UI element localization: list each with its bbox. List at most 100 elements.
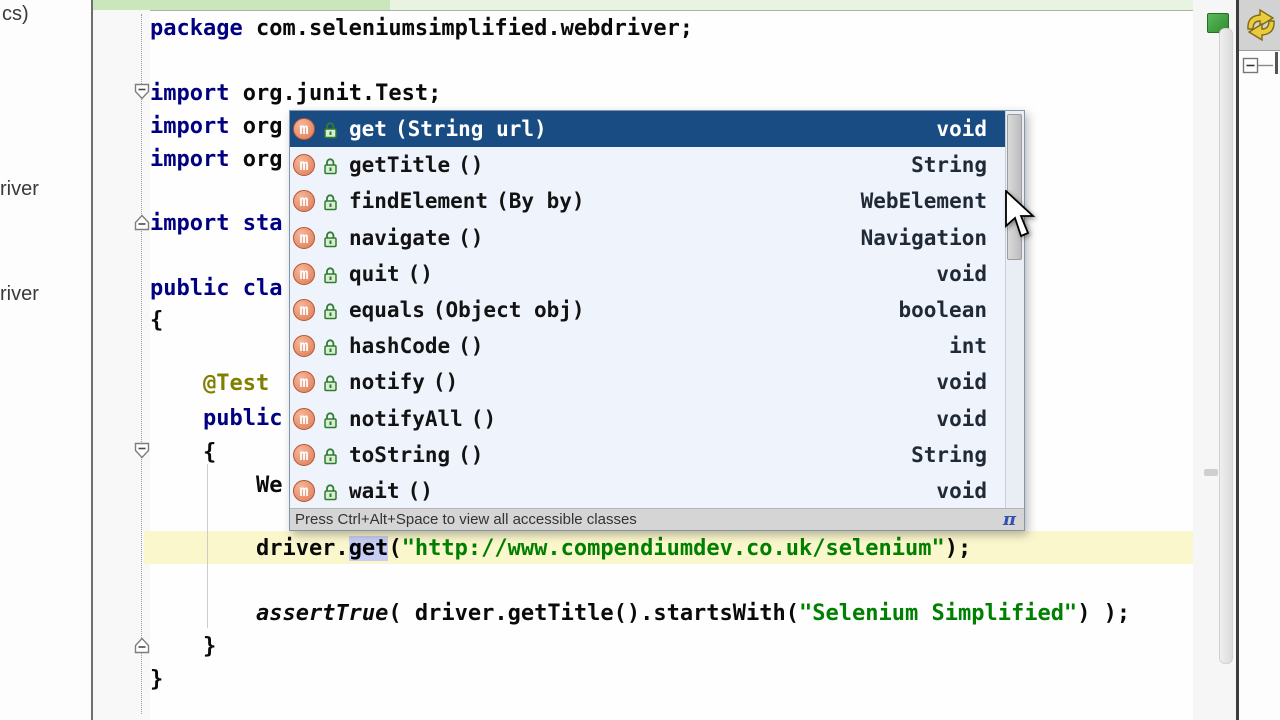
- editor-vertical-scrollbar[interactable]: [1219, 28, 1233, 664]
- method-name: get: [349, 117, 387, 142]
- editor-gutter: [93, 10, 150, 720]
- code-token: import: [150, 211, 230, 236]
- code-line[interactable]: {: [150, 436, 216, 469]
- method-name: equals: [349, 298, 425, 323]
- code-token: "Selenium Simplified": [799, 601, 1078, 626]
- method-params: (Object obj): [432, 298, 585, 323]
- method-name: getTitle: [349, 153, 451, 178]
- method-params: (String url): [394, 117, 547, 142]
- method-params: (): [407, 261, 433, 286]
- code-line[interactable]: assertTrue( driver.getTitle().startsWith…: [150, 597, 1130, 630]
- method-icon: m: [293, 407, 315, 430]
- return-type: Navigation: [860, 225, 987, 250]
- code-token: );: [944, 536, 972, 561]
- code-line[interactable]: import org: [150, 110, 282, 143]
- code-token: ( driver.getTitle().startsWith(: [388, 601, 800, 626]
- project-panel[interactable]: cs) river river: [0, 0, 93, 720]
- code-token: get: [348, 536, 389, 561]
- code-line[interactable]: import org.junit.Test;: [150, 77, 441, 110]
- method-name: hashCode: [349, 334, 451, 359]
- mouse-cursor-icon: [1005, 190, 1036, 238]
- method-params: (): [407, 478, 433, 503]
- return-type: void: [936, 478, 987, 503]
- code-token: (: [388, 536, 402, 561]
- code-line[interactable]: import sta: [150, 207, 282, 240]
- code-line[interactable]: public cla: [150, 272, 282, 305]
- public-lock-icon: [322, 120, 339, 139]
- public-lock-icon: [322, 265, 339, 284]
- code-line[interactable]: package com.seleniumsimplified.webdriver…: [150, 12, 693, 45]
- code-token: package: [150, 16, 243, 41]
- code-token: @Test: [150, 371, 270, 396]
- public-lock-icon: [322, 192, 339, 211]
- code-token: {: [150, 440, 217, 465]
- code-line[interactable]: }: [150, 663, 163, 696]
- return-type: void: [936, 406, 987, 431]
- project-tree-item[interactable]: river: [0, 178, 39, 200]
- code-token: import: [150, 147, 230, 172]
- completion-item-equals[interactable]: m equals (Object obj) boolean: [290, 292, 1006, 328]
- code-token: "http://www.compendiumdev.co.uk/selenium…: [401, 536, 945, 561]
- public-lock-icon: [322, 446, 339, 465]
- method-name: notify: [349, 370, 425, 395]
- project-tree-item[interactable]: cs): [2, 3, 29, 25]
- code-line[interactable]: We: [150, 469, 283, 502]
- code-line[interactable]: public: [150, 402, 282, 435]
- fold-collapse-icon[interactable]: [133, 442, 151, 460]
- right-edge-panel: [1239, 0, 1280, 720]
- method-icon: m: [293, 190, 315, 213]
- popup-scrollbar[interactable]: [1005, 111, 1024, 509]
- method-icon: m: [293, 154, 315, 177]
- return-type: void: [936, 370, 987, 395]
- code-line[interactable]: }: [150, 630, 216, 663]
- fold-collapse-icon[interactable]: [133, 83, 151, 101]
- code-line[interactable]: import org: [150, 143, 282, 176]
- method-icon: m: [293, 443, 315, 466]
- method-params: (): [458, 225, 484, 250]
- code-token: ) );: [1077, 601, 1131, 626]
- editor-top-strip: [93, 0, 390, 11]
- project-tree-item[interactable]: river: [0, 283, 39, 305]
- code-token: We: [150, 473, 283, 498]
- sync-arrows-icon[interactable]: [1243, 6, 1279, 44]
- code-token: driver.: [150, 536, 349, 561]
- return-type: void: [936, 261, 987, 286]
- method-icon: m: [293, 479, 315, 502]
- code-line[interactable]: driver.get("http://www.compendiumdev.co.…: [150, 532, 971, 565]
- code-token: org: [229, 147, 283, 172]
- indent-guide-line: [207, 464, 208, 628]
- fold-collapse-end-icon[interactable]: [133, 213, 151, 231]
- fold-collapse-icon[interactable]: [1242, 56, 1276, 76]
- public-lock-icon: [322, 229, 339, 247]
- code-token: org: [229, 114, 283, 139]
- fold-collapse-end-icon[interactable]: [133, 636, 151, 654]
- code-token: }: [150, 667, 164, 692]
- method-params: (): [458, 442, 484, 467]
- code-token: {: [150, 308, 164, 333]
- return-type: boolean: [898, 298, 987, 323]
- method-name: quit: [349, 261, 400, 286]
- method-params: (): [432, 370, 459, 395]
- public-lock-icon: [322, 301, 339, 320]
- panel-edge-tick: [1275, 52, 1278, 74]
- pi-symbol-icon: π: [1002, 509, 1016, 530]
- current-line-highlight: [144, 531, 1193, 564]
- code-line[interactable]: @Test: [150, 367, 269, 400]
- code-line[interactable]: {: [150, 304, 163, 337]
- method-icon: m: [293, 299, 315, 322]
- public-lock-icon: [322, 410, 339, 428]
- method-name: findElement: [349, 189, 489, 214]
